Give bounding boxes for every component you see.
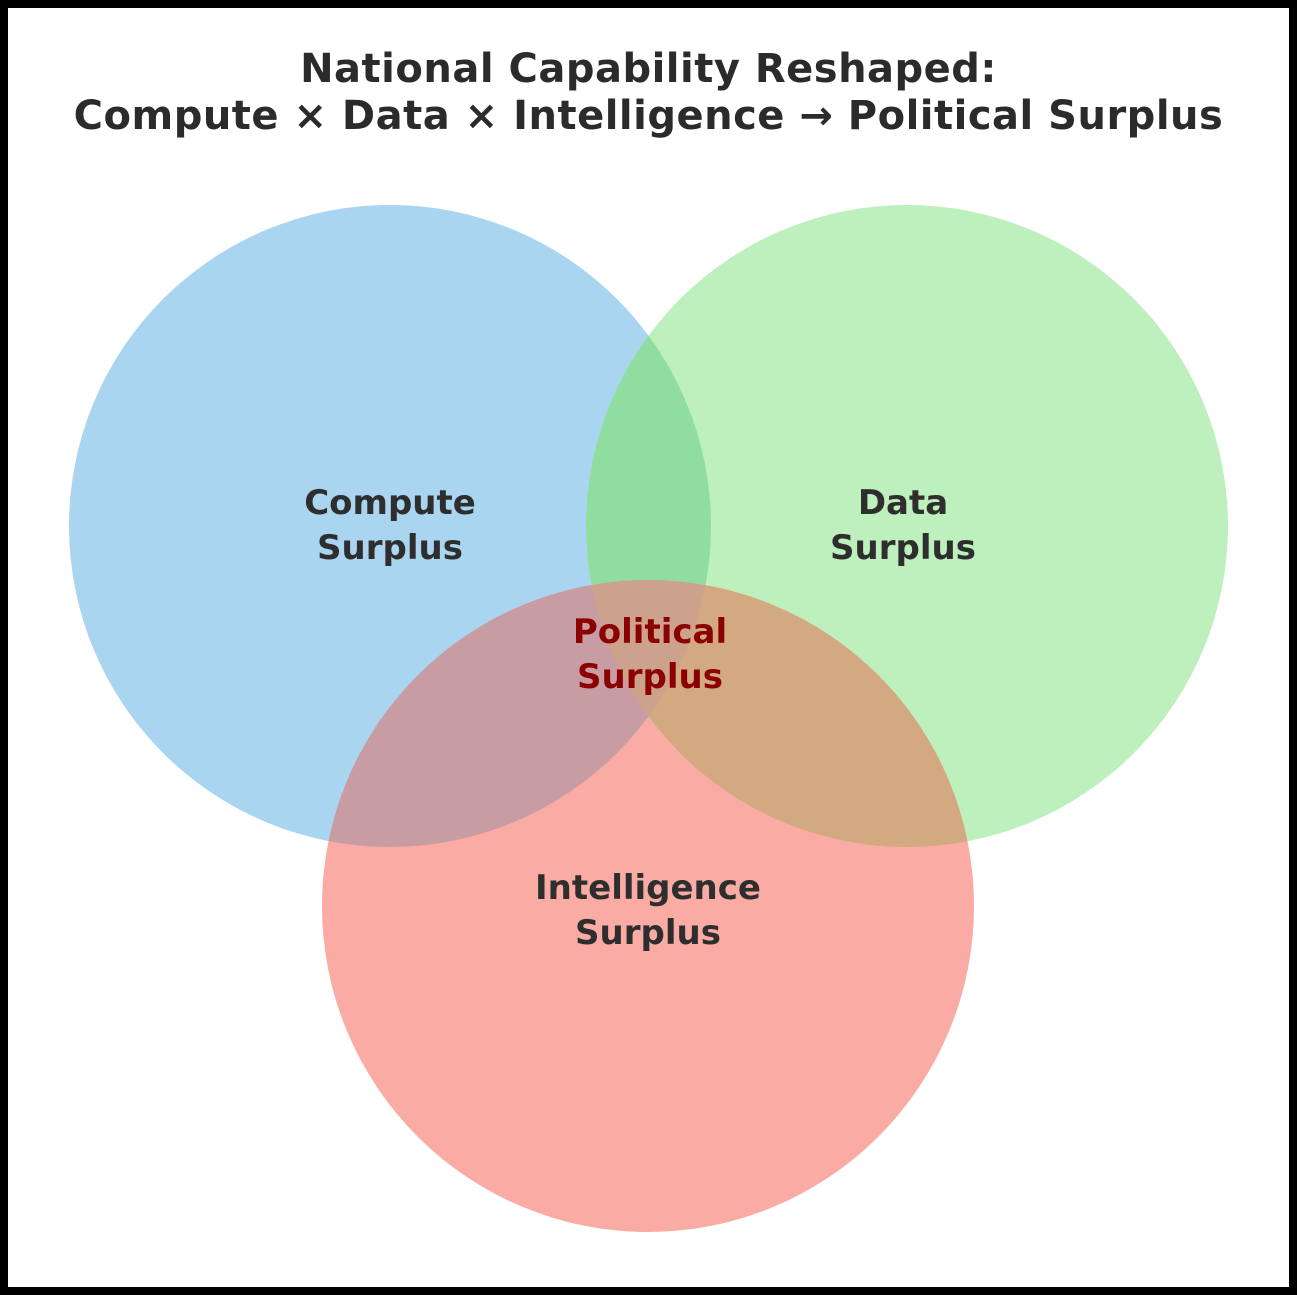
diagram-title: National Capability Reshaped: Compute × … (0, 46, 1297, 140)
data-surplus-label: Data Surplus (830, 483, 976, 568)
political-surplus-label: Political Surplus (572, 612, 728, 697)
intelligence-surplus-label: Intelligence Surplus (535, 868, 761, 953)
data-intelligence-overlap (586, 580, 974, 847)
compute-intelligence-overlap (322, 580, 711, 847)
compute-surplus-label: Compute Surplus (304, 483, 476, 568)
diagram-title-line-1: National Capability Reshaped: (300, 46, 997, 92)
diagram-title-line-2: Compute × Data × Intelligence → Politica… (73, 93, 1224, 139)
